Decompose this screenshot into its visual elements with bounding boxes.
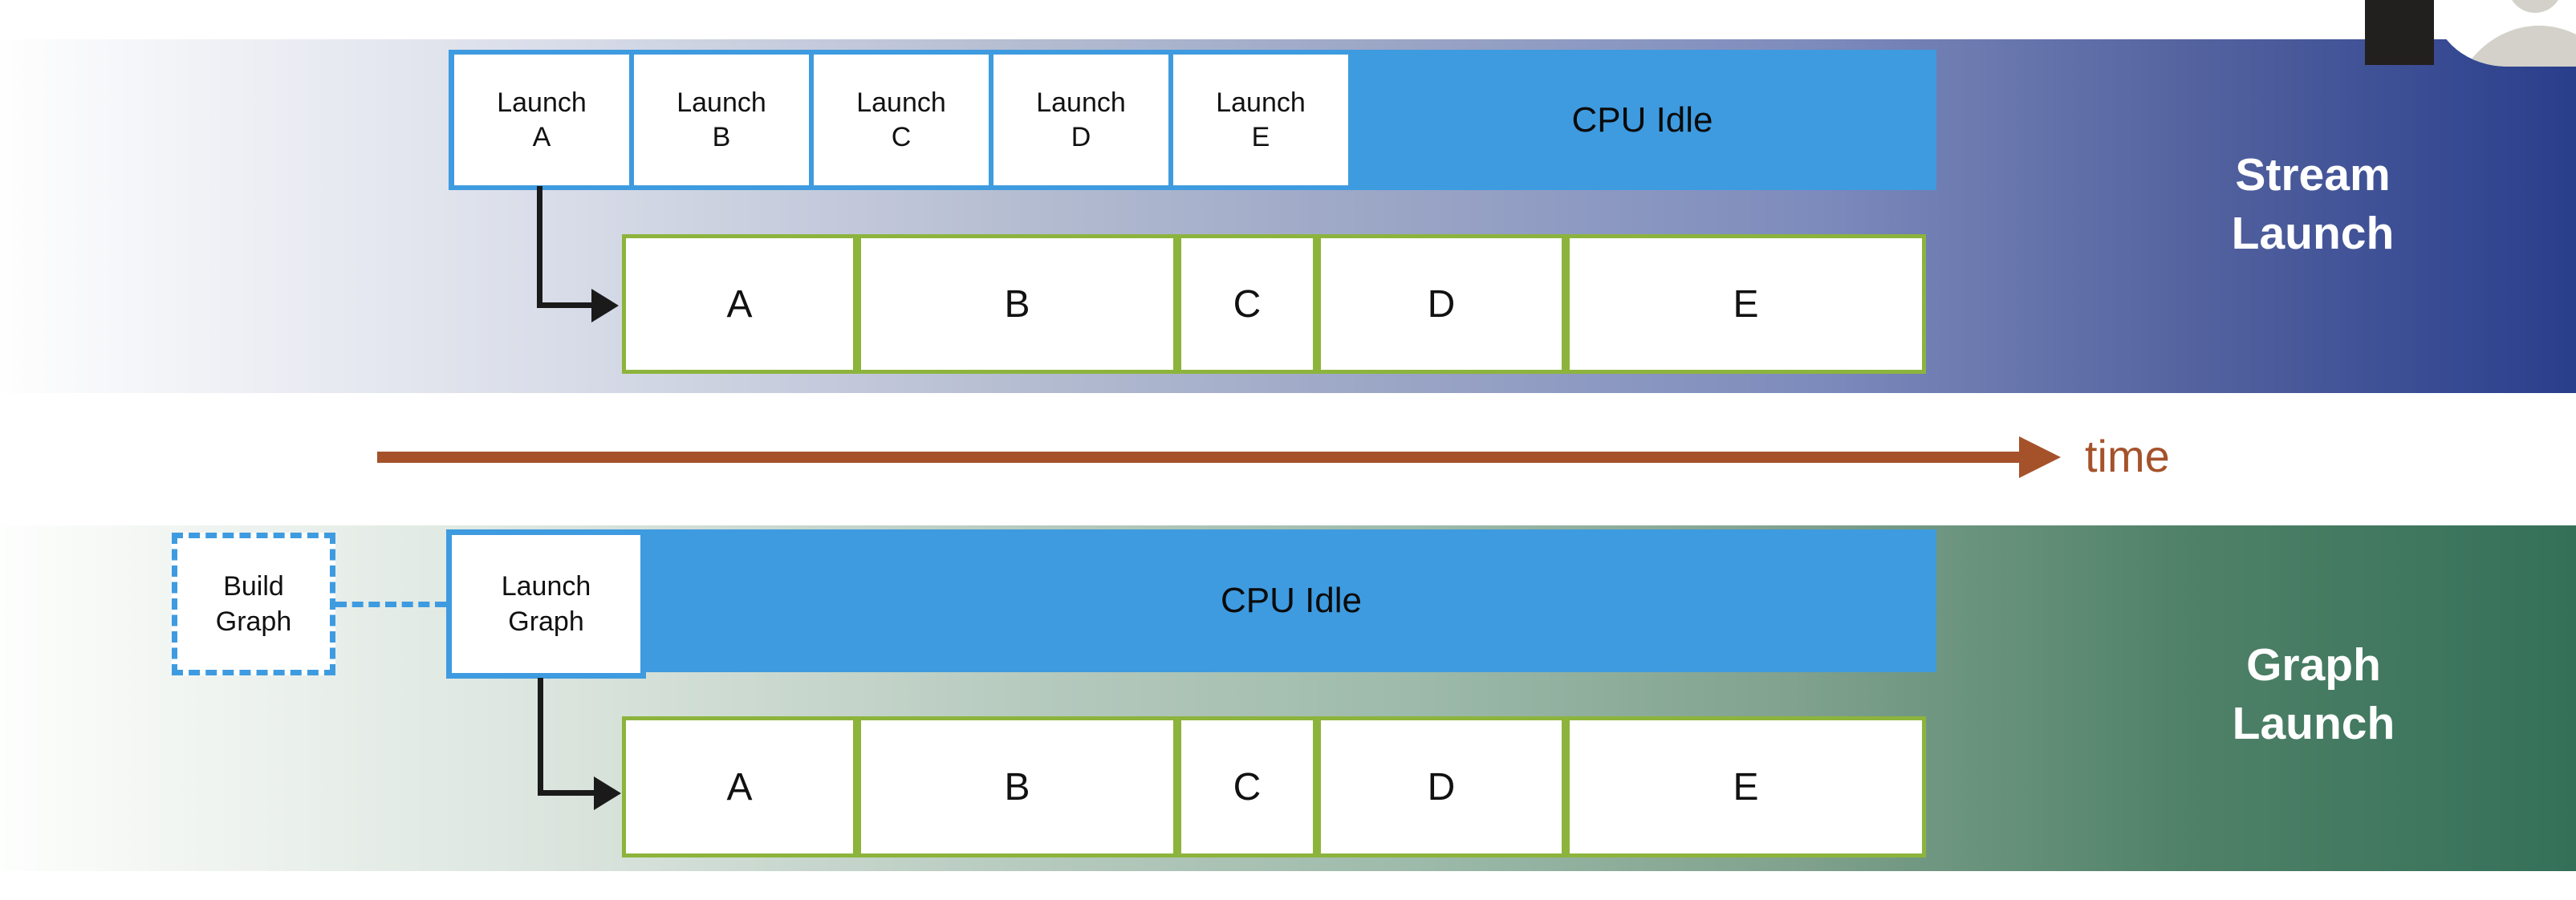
- stream-title-line2: Launch: [2231, 207, 2395, 259]
- build-graph-line1: Build: [223, 570, 284, 602]
- graph-kernel-box-b: B: [857, 716, 1177, 857]
- graph-kernel-box-c: C: [1177, 716, 1317, 857]
- launch-box-c-line1: Launch: [856, 87, 946, 118]
- stream-cpu-bar: Launch A Launch B Launch C Launch D Laun…: [449, 50, 1936, 190]
- stream-cpu-idle-label: CPU Idle: [1571, 99, 1713, 140]
- build-graph-box: Build Graph: [172, 533, 335, 675]
- graph-launch-arrowhead-icon: [594, 776, 621, 810]
- graph-title-line2: Launch: [2232, 697, 2395, 749]
- launch-box-e-line1: Launch: [1216, 87, 1306, 118]
- build-graph-line2: Graph: [215, 606, 292, 637]
- build-to-launch-connector: [335, 602, 446, 607]
- black-square-overlay: [2365, 0, 2434, 65]
- graph-kernel-box-a: A: [622, 716, 857, 857]
- time-arrow: [377, 452, 2022, 463]
- graph-launch-arrow-vertical: [538, 678, 543, 796]
- launch-box-a-line1: Launch: [497, 87, 587, 118]
- launch-box-d-line1: Launch: [1036, 87, 1126, 118]
- graph-kernel-box-e: E: [1566, 716, 1926, 857]
- graph-cpu-idle-label: CPU Idle: [1220, 581, 1363, 620]
- stream-kernel-box-c: C: [1177, 234, 1317, 374]
- launch-box-b-line2: B: [712, 121, 731, 152]
- launch-box-c-line2: C: [891, 121, 912, 152]
- stream-launch-title: Stream Launch: [2192, 146, 2433, 263]
- stream-kernel-box-d: D: [1317, 234, 1566, 374]
- webcam-overlay: [2436, 0, 2576, 67]
- launch-box-d: Launch D: [993, 55, 1168, 185]
- launch-graph-line2: Graph: [508, 606, 584, 637]
- stream-launch-arrow-vertical: [537, 186, 542, 308]
- graph-cpu-bar: CPU Idle: [449, 529, 1936, 672]
- launch-graph-box: Launch Graph: [446, 529, 646, 679]
- person-avatar-head-icon: [2508, 0, 2562, 13]
- launch-box-e: Launch E: [1173, 55, 1348, 185]
- graph-launch-title: Graph Launch: [2193, 636, 2434, 753]
- graph-kernel-box-d: D: [1317, 716, 1566, 857]
- stream-kernel-box-e: E: [1566, 234, 1926, 374]
- launch-box-e-line2: E: [1251, 121, 1270, 152]
- launch-box-d-line2: D: [1071, 121, 1091, 152]
- launch-box-b-line1: Launch: [677, 87, 766, 118]
- graph-kernel-row: A B C D E: [622, 716, 1926, 857]
- time-arrowhead-icon: [2019, 436, 2061, 478]
- graph-launch-arrow-horizontal: [538, 790, 595, 796]
- launch-box-b: Launch B: [634, 55, 809, 185]
- graph-title-line1: Graph: [2246, 639, 2381, 691]
- stream-kernel-row: A B C D E: [622, 234, 1926, 374]
- stream-kernel-box-a: A: [622, 234, 857, 374]
- stream-launch-arrow-horizontal: [537, 302, 591, 308]
- launch-box-a-line2: A: [532, 121, 551, 152]
- launch-graph-line1: Launch: [501, 570, 591, 602]
- stream-launch-arrowhead-icon: [591, 289, 619, 322]
- stream-kernel-box-b: B: [857, 234, 1177, 374]
- stream-title-line1: Stream: [2235, 149, 2391, 201]
- time-axis-label: time: [2085, 431, 2170, 481]
- launch-box-a: Launch A: [454, 55, 629, 185]
- launch-box-c: Launch C: [814, 55, 989, 185]
